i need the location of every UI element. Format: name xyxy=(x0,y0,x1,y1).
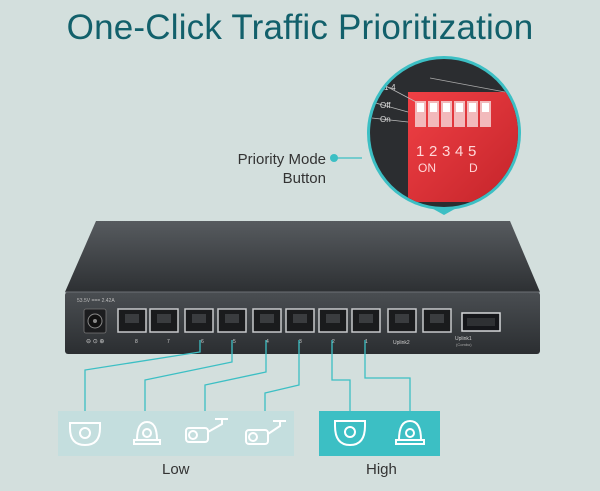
port-label-1: 1 xyxy=(365,339,368,345)
port-5 xyxy=(217,308,247,333)
dip-switch-closeup: 1-4 Off On 1 2 3 4 5 ON D xyxy=(370,59,518,207)
dome-camera-icon xyxy=(69,422,101,447)
callout-dot xyxy=(330,154,338,162)
network-switch: 53.5V === 2.42A 8 7 6 xyxy=(65,221,540,354)
uplink1-combo-label: (Combo) xyxy=(456,342,472,347)
bullet-camera-icon xyxy=(245,420,286,445)
port-label-6: 6 xyxy=(201,339,204,345)
page-title: One-Click Traffic Prioritization xyxy=(66,8,534,47)
line-port4-to-camera3 xyxy=(204,340,267,418)
dip-switch-levers xyxy=(415,101,491,127)
port-6 xyxy=(184,308,214,333)
dip-extra-glyph: D xyxy=(469,161,478,175)
line-port6-to-camera1 xyxy=(84,340,201,418)
dip-number-4: 4 xyxy=(455,143,463,160)
power-connector xyxy=(83,308,107,334)
line-port5-to-camera2 xyxy=(144,340,233,418)
port-8 xyxy=(117,308,147,333)
low-priority-label: Low xyxy=(162,461,190,478)
sfp-port xyxy=(461,312,501,332)
dip-number-1: 1 xyxy=(416,143,424,160)
switch-top-panel xyxy=(65,221,540,292)
zoom-callout: 1-4 Off On 1 2 3 4 5 ON D xyxy=(367,56,521,215)
port-2 xyxy=(318,308,348,333)
rj45-ports xyxy=(117,308,501,333)
bullet-camera-icon xyxy=(185,418,228,443)
dome-camera-icon xyxy=(334,420,366,447)
port-label-7: 7 xyxy=(167,339,170,345)
power-rating-label: 53.5V === 2.42A xyxy=(77,298,115,304)
dip-label-on: On xyxy=(380,115,391,124)
priority-mode-callout-label: Priority Mode Button xyxy=(214,150,326,188)
dip-number-3: 3 xyxy=(442,143,450,160)
high-priority-label: High xyxy=(366,461,397,478)
connection-lines xyxy=(84,340,411,418)
port-label-3: 3 xyxy=(299,339,302,345)
port-uplink1 xyxy=(422,308,452,333)
high-priority-group xyxy=(319,411,440,456)
port-label-8: 8 xyxy=(135,339,138,345)
polarity-icon: ⊖ ⊙ ⊕ xyxy=(86,339,104,345)
port-7 xyxy=(149,308,179,333)
port-label-5: 5 xyxy=(233,339,236,345)
dip-label-off: Off xyxy=(380,101,391,110)
port-1 xyxy=(351,308,381,333)
line-port1-to-camera6 xyxy=(364,340,411,418)
callout-line-1: Priority Mode xyxy=(237,151,326,168)
dip-number-2: 2 xyxy=(429,143,437,160)
port-4 xyxy=(252,308,282,333)
low-priority-group xyxy=(58,411,294,456)
callout-line-2: Button xyxy=(282,170,326,187)
line-port3-to-camera4 xyxy=(264,340,300,418)
port-label-4: 4 xyxy=(266,339,269,345)
dome-camera-icon xyxy=(395,419,425,445)
uplink2-label: Uplink2 xyxy=(393,340,410,346)
port-label-2: 2 xyxy=(332,339,335,345)
dome-camera-icon xyxy=(133,420,161,445)
dip-number-5: 5 xyxy=(468,143,476,160)
port-3 xyxy=(285,308,315,333)
uplink1-label: Uplink1 xyxy=(455,336,472,342)
line-port2-to-camera5 xyxy=(331,340,351,418)
dip-label-range: 1-4 xyxy=(384,83,396,92)
dip-on-text: ON xyxy=(418,161,436,175)
port-uplink2 xyxy=(387,308,417,333)
